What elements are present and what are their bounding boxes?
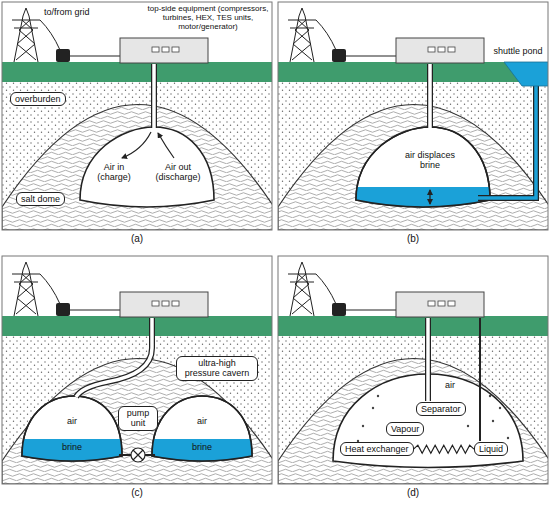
pipe <box>76 318 152 397</box>
level-arrow <box>429 190 430 204</box>
panel-frame <box>278 2 548 230</box>
droplet <box>492 420 494 422</box>
brine <box>2 439 272 484</box>
label-text: Vapour <box>391 424 419 434</box>
pipe <box>425 318 431 401</box>
pipe <box>428 64 432 128</box>
pipe <box>426 318 430 401</box>
label-text: salt dome <box>21 194 60 204</box>
label-text: Separator <box>421 404 461 414</box>
cavern-outline <box>152 396 252 461</box>
pylon <box>12 262 40 316</box>
panel-frame <box>2 256 272 484</box>
transformer <box>332 49 346 62</box>
salt-dome <box>278 359 548 485</box>
arrow <box>158 133 174 158</box>
annotation: air <box>445 380 455 390</box>
annotation: Air in (charge) <box>91 162 137 183</box>
label-box: overburden <box>10 92 66 106</box>
arrow <box>122 132 151 158</box>
label-box: Vapour <box>386 422 424 436</box>
pipe <box>427 64 433 128</box>
label-text: pump unit <box>123 408 153 429</box>
transformer <box>56 49 70 62</box>
panel <box>2 2 274 230</box>
ground-surface <box>278 316 548 336</box>
label-text: ultra-high pressure cavern <box>181 358 253 379</box>
power-line <box>316 20 396 56</box>
shuttle-pond <box>504 62 548 86</box>
brine <box>2 439 272 484</box>
building <box>120 292 208 317</box>
annotation: Air out (discharge) <box>150 162 206 183</box>
annotation: air <box>197 416 207 426</box>
label-box: Heat exchanger <box>340 442 414 456</box>
panel <box>278 2 550 247</box>
salt-dome <box>2 359 272 485</box>
liquid-pipe <box>479 318 481 441</box>
transformer <box>56 303 70 316</box>
droplet <box>377 395 379 397</box>
ground-surface <box>2 316 272 336</box>
salt-dome <box>2 105 272 231</box>
label-box: Liquid <box>474 442 508 456</box>
droplet <box>507 437 509 439</box>
annotation: shuttle pond <box>493 46 542 56</box>
building <box>120 38 208 63</box>
label-box: pump unit <box>118 406 158 431</box>
pipe <box>152 64 156 128</box>
building <box>396 292 484 317</box>
label-box: Separator <box>416 402 466 416</box>
pylon <box>288 262 316 316</box>
brine-pipe <box>478 82 536 198</box>
power-line <box>40 20 120 56</box>
power-line <box>40 274 120 310</box>
pipe <box>76 318 152 397</box>
annotation: brine <box>62 442 82 452</box>
panel-caption: (a) <box>131 233 143 245</box>
annotation: air <box>67 416 77 426</box>
cavern-outline <box>356 127 490 207</box>
panel-caption: (c) <box>131 487 143 499</box>
label-text: overburden <box>15 94 61 104</box>
ground-surface <box>2 62 272 82</box>
panel-caption: (d) <box>407 487 419 499</box>
panel-frame <box>278 256 548 484</box>
panel <box>2 256 274 499</box>
brine <box>278 187 548 230</box>
label-text: Liquid <box>479 444 503 454</box>
salt-dome <box>278 105 548 231</box>
droplet <box>372 407 374 409</box>
annotation: brine <box>192 442 212 452</box>
label-box: ultra-high pressure cavern <box>176 356 258 381</box>
droplet <box>499 407 501 409</box>
pylon <box>288 8 316 62</box>
pipe <box>151 64 157 128</box>
annotation: air displaces brine <box>395 150 465 171</box>
brine-pipe <box>478 82 536 198</box>
droplet <box>489 395 491 397</box>
transformer <box>332 303 346 316</box>
cavern-outline <box>22 396 122 461</box>
pump-symbol <box>131 448 145 462</box>
panel <box>278 256 550 484</box>
heat-exchanger-coil <box>414 445 474 453</box>
droplet <box>467 425 469 427</box>
cavern <box>80 127 214 207</box>
power-line <box>316 274 396 310</box>
droplet <box>362 425 364 427</box>
panel-caption: (b) <box>407 233 419 245</box>
annotation: top-side equipment (compressors, turbine… <box>144 4 272 32</box>
annotation: to/from grid <box>44 7 90 17</box>
label-text: Heat exchanger <box>345 444 409 454</box>
building <box>396 38 484 63</box>
panel-frame <box>2 2 272 230</box>
pylon <box>12 8 40 62</box>
label-box: salt dome <box>16 192 65 206</box>
